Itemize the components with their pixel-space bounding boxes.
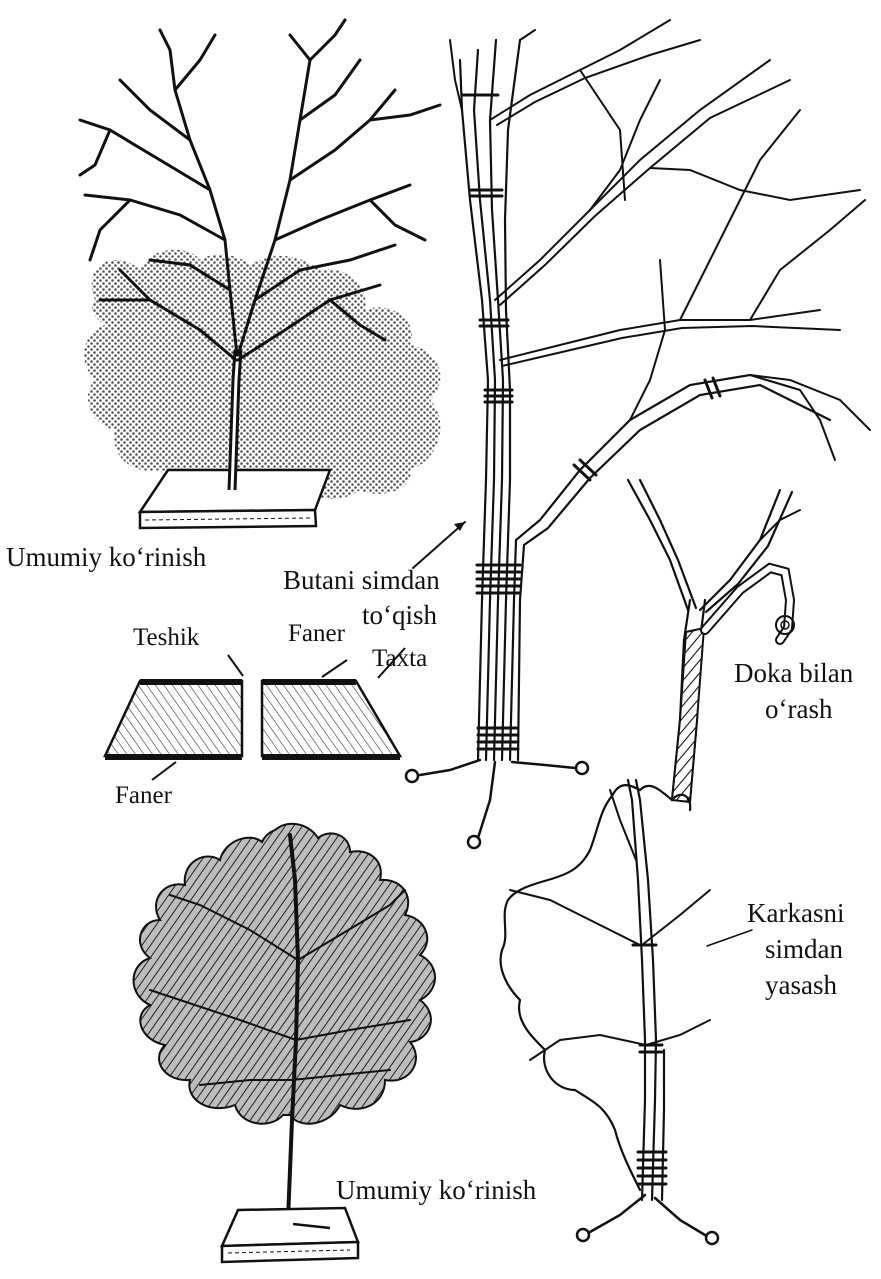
board-right: [262, 681, 400, 756]
base-plate-bottom: [222, 1208, 358, 1246]
label-general-view-bottom: Umumiy ko‘rinish: [336, 1173, 536, 1207]
board-cross-section: [105, 648, 405, 780]
label-hole: Teshik: [133, 621, 199, 655]
label-plywood-bottom: Faner: [115, 779, 172, 813]
tree-general-view-top: [80, 20, 440, 528]
label-weaving-wire-line1: Butani simdan: [283, 563, 440, 597]
gauze-wrapped-branch: [628, 480, 800, 802]
label-frame-line2: simdan: [765, 932, 843, 966]
label-plywood-top: Faner: [288, 617, 345, 651]
label-weaving-wire-line2: to‘qish: [362, 598, 437, 632]
label-frame-line1: Karkasni: [747, 896, 844, 930]
label-board: Taxta: [372, 642, 427, 676]
label-frame-line3: yasash: [765, 968, 837, 1002]
foliage-leaf-mass: [134, 824, 436, 1124]
label-general-view-top: Umumiy ko‘rinish: [6, 540, 206, 574]
label-gauze-line1: Doka bilan: [734, 656, 853, 690]
gauze-wrap: [672, 628, 704, 802]
wire-frame: [501, 780, 752, 1244]
frame-wavy-outline: [501, 785, 691, 1190]
board-left: [105, 681, 242, 756]
label-gauze-line2: o‘rash: [765, 692, 832, 726]
